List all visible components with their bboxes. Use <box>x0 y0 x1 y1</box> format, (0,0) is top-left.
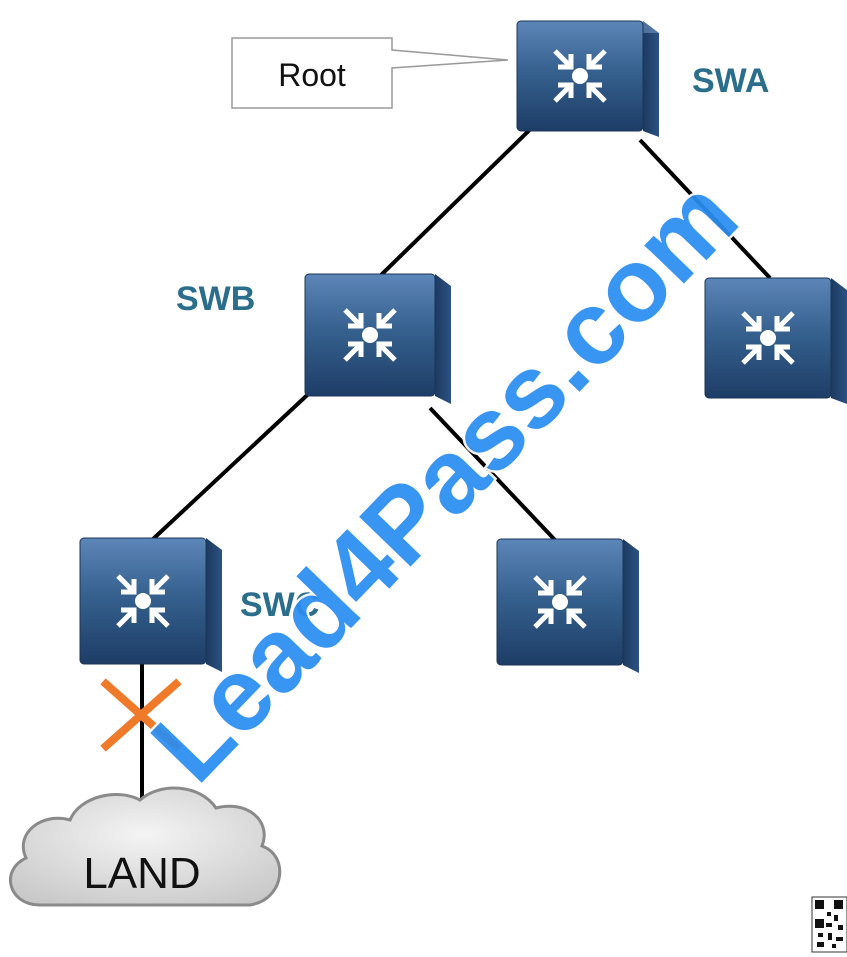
link-swa-sw-right <box>638 138 772 280</box>
cloud-label: LAND <box>83 849 200 898</box>
switch-arrows-icon <box>118 576 168 626</box>
switch-label-swb: SWB <box>176 280 255 318</box>
link-swb-sw-middle <box>428 406 557 542</box>
switch-arrows-icon <box>743 313 793 363</box>
switch-arrows-icon <box>555 51 605 101</box>
link-swb-swc <box>150 383 320 542</box>
switch-sw-middle <box>496 538 639 673</box>
qr-code-icon <box>811 896 847 953</box>
switch-label-swc: SWC <box>240 586 319 624</box>
switch-swa <box>516 20 659 137</box>
switch-swb <box>304 273 451 404</box>
x-mark-icon <box>100 678 182 752</box>
links <box>140 108 772 800</box>
cloud-icon: LAND <box>8 786 282 907</box>
switch-swc <box>79 537 222 672</box>
root-callout-label: Root <box>278 57 346 93</box>
switch-arrows-icon <box>535 577 585 627</box>
root-callout: Root <box>231 37 509 109</box>
switch-label-swa: SWA <box>692 62 769 100</box>
switch-sw-right <box>704 277 847 404</box>
link-swa-swb <box>376 108 552 280</box>
watermark-text: Lead4Pass.com <box>130 158 760 804</box>
switch-arrows-icon <box>345 310 395 360</box>
